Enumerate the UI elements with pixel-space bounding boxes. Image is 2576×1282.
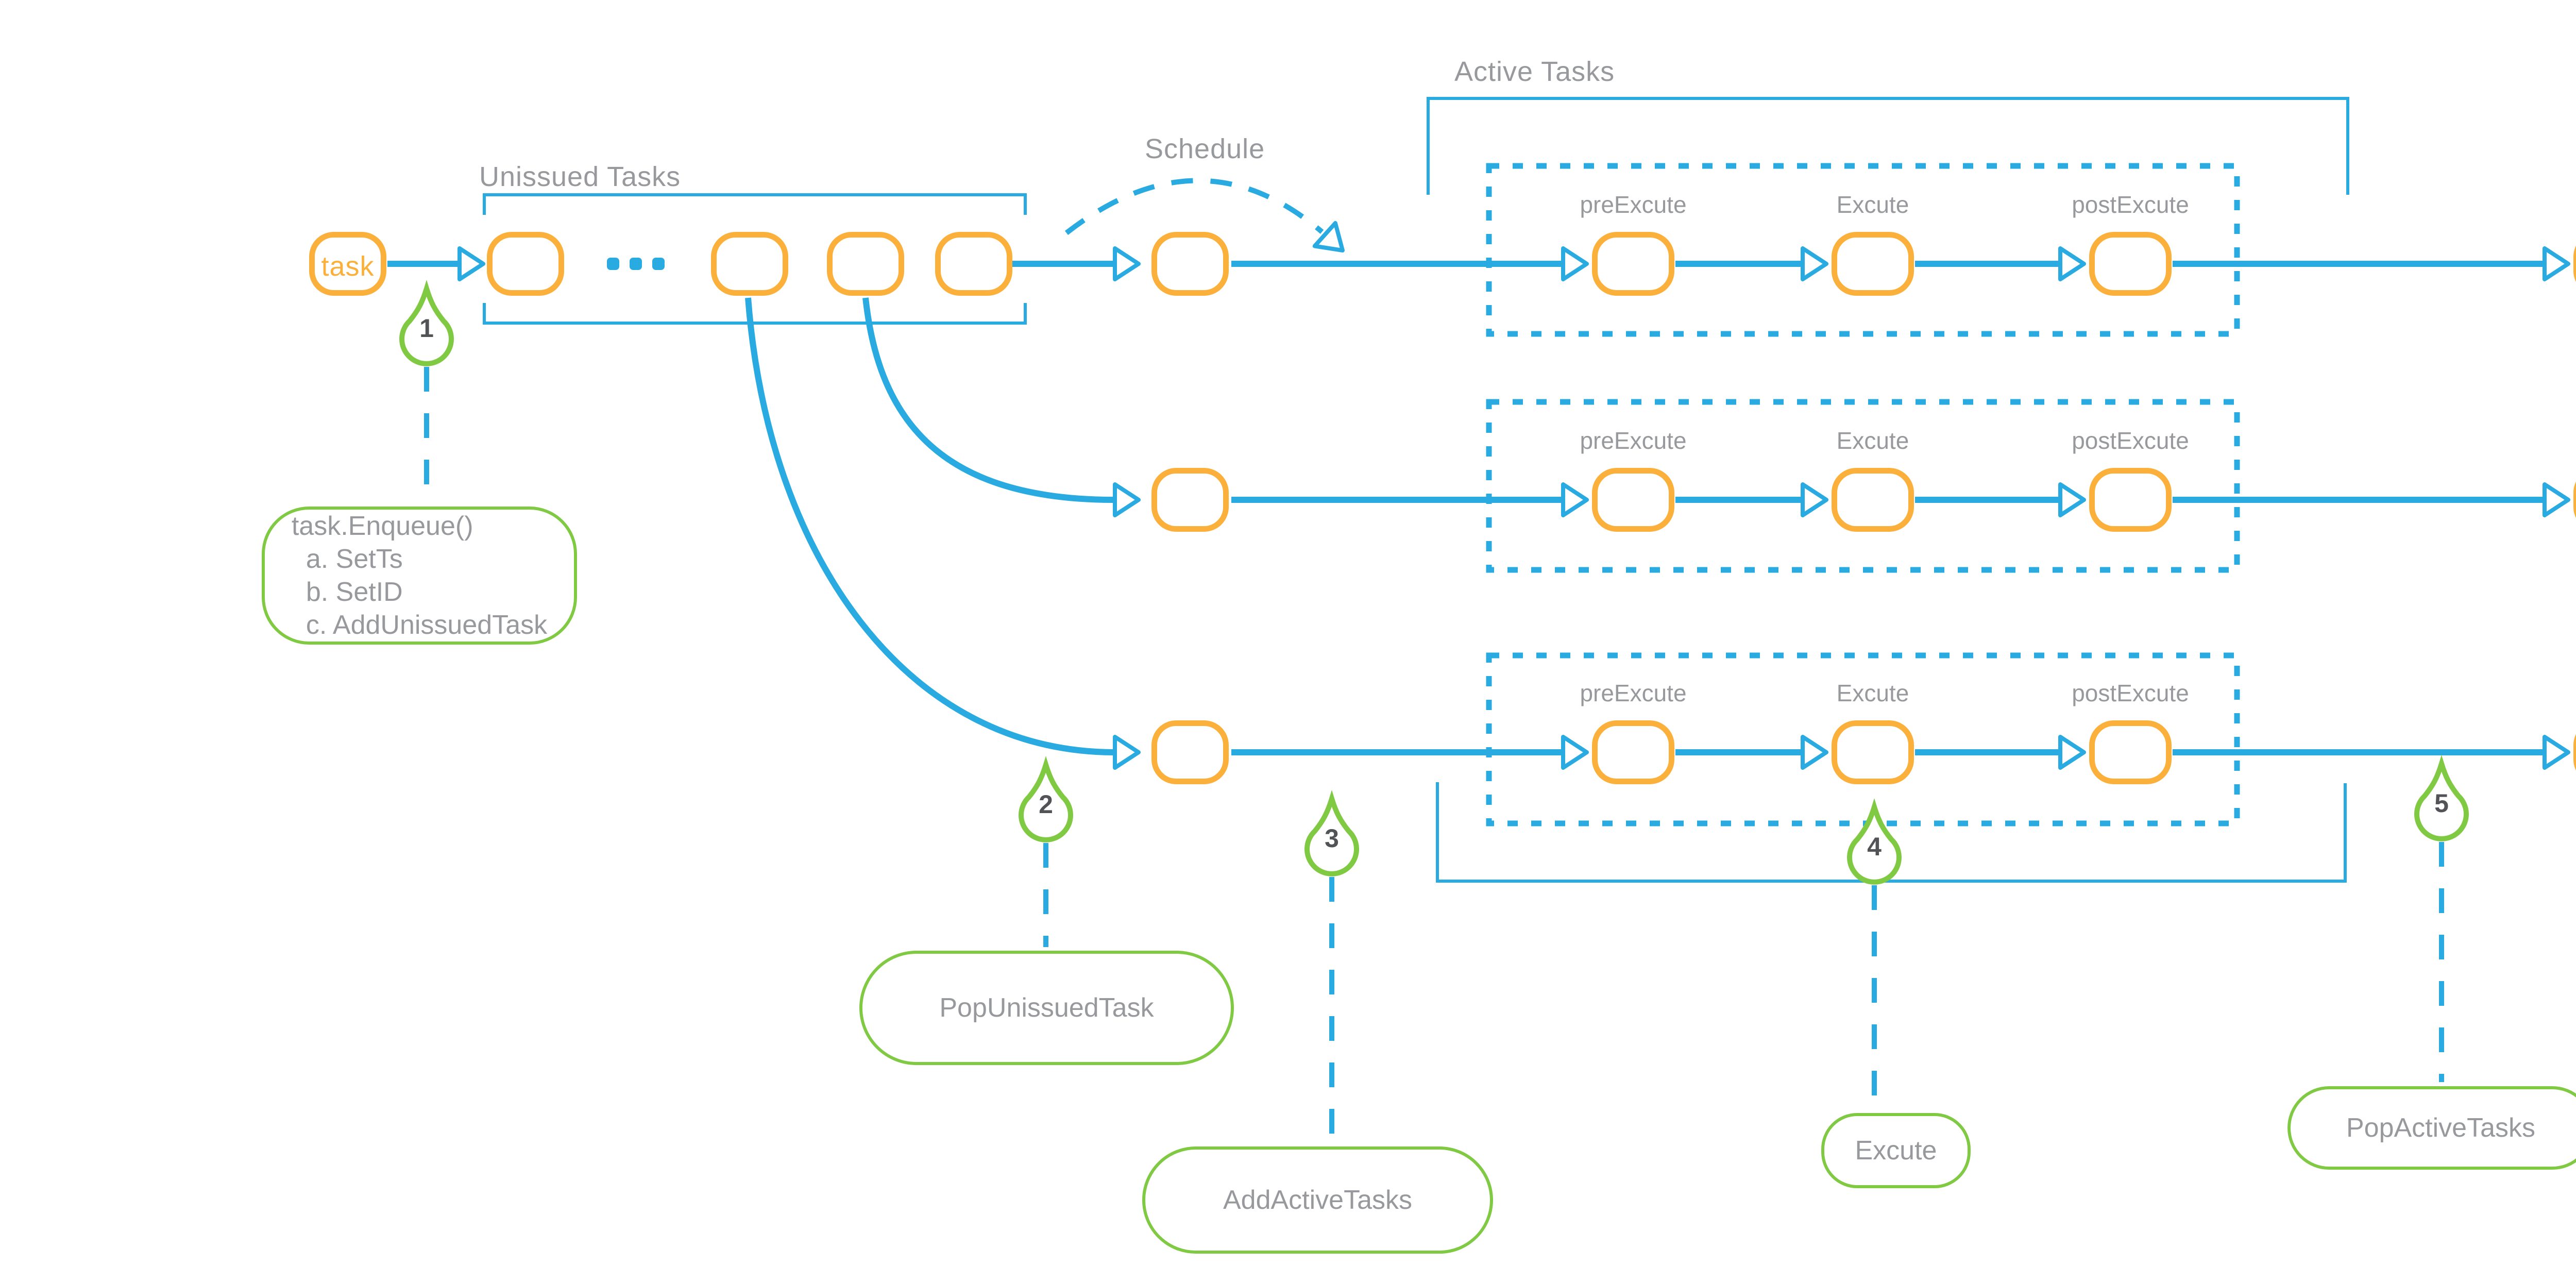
note-excute: Excute <box>1821 1113 1971 1188</box>
row1-preexcute-node <box>1592 232 1674 296</box>
row1-postexcute-node <box>2089 232 2172 296</box>
note-popactivetasks: PopActiveTasks <box>2287 1086 2576 1170</box>
note-line: c. AddUnissuedTask <box>306 610 548 640</box>
queue-node-1 <box>487 232 564 296</box>
marker-1-number: 1 <box>419 314 434 343</box>
queue-node-2 <box>711 232 788 296</box>
row3-postexcute-node <box>2089 720 2172 784</box>
row1-excute-label: Excute <box>1836 191 1909 218</box>
queue-node-4 <box>935 232 1012 296</box>
active-tasks-bracket <box>1427 97 2349 883</box>
row1-preexcute-label: preExcute <box>1580 191 1687 218</box>
row2-scheduled-node <box>1151 468 1229 532</box>
marker-3-number: 3 <box>1325 824 1339 853</box>
row3-excute-node <box>1832 720 1914 784</box>
row2-postexcute-node <box>2089 468 2172 532</box>
note-task-enqueue-lines: task.Enqueue() a. SetTs b. SetID c. AddU… <box>292 510 547 642</box>
marker-5-number: 5 <box>2434 789 2449 818</box>
unissued-tasks-label: Unissued Tasks <box>479 161 681 192</box>
marker-leader-lines <box>424 367 2444 1143</box>
note-addactivetasks: AddActiveTasks <box>1142 1146 1493 1254</box>
row1-postexcute-label: postExcute <box>2072 191 2189 218</box>
dotted-box-row3 <box>1486 652 2240 826</box>
curve-queue-to-row2 <box>862 297 1115 503</box>
row2-excute-node <box>1832 468 1914 532</box>
row1-scheduled-node <box>1151 232 1229 296</box>
arrowheads <box>460 248 2568 768</box>
note-line: b. SetID <box>306 577 403 607</box>
unissued-tasks-bracket <box>483 193 1027 325</box>
queue-ellipsis-icon <box>607 258 665 270</box>
marker-4-number: 4 <box>1867 832 1882 861</box>
active-tasks-label: Active Tasks <box>1454 56 1615 87</box>
row2-preexcute-label: preExcute <box>1580 427 1687 454</box>
note-line: task.Enqueue() <box>291 511 473 541</box>
row3-postexcute-label: postExcute <box>2072 680 2189 706</box>
row3-scheduled-node <box>1151 720 1229 784</box>
note-line: a. SetTs <box>306 544 403 574</box>
note-popunissuedtask: PopUnissuedTask <box>859 951 1234 1065</box>
queue-node-3 <box>827 232 904 296</box>
task-node <box>309 232 386 296</box>
dotted-box-row2 <box>1486 399 2240 573</box>
row3-excute-label: Excute <box>1836 680 1909 706</box>
row3-preexcute-label: preExcute <box>1580 680 1687 706</box>
row3-preexcute-node <box>1592 720 1674 784</box>
marker-drops <box>402 289 2466 882</box>
curve-queue-to-row3 <box>745 297 1115 755</box>
row2-preexcute-node <box>1592 468 1674 532</box>
dotted-box-row1 <box>1486 163 2240 337</box>
row2-excute-label: Excute <box>1836 427 1909 454</box>
flow-lines <box>387 261 2545 755</box>
schedule-label: Schedule <box>1145 133 1265 164</box>
row1-excute-node <box>1832 232 1914 296</box>
marker-2-number: 2 <box>1039 790 1053 819</box>
note-task-enqueue: task.Enqueue() a. SetTs b. SetID c. AddU… <box>262 507 577 645</box>
task-node-label: task <box>321 251 375 282</box>
schedule-arc <box>1064 178 1353 262</box>
execution-dotted-boxes <box>1486 163 2240 826</box>
row2-postexcute-label: postExcute <box>2072 427 2189 454</box>
